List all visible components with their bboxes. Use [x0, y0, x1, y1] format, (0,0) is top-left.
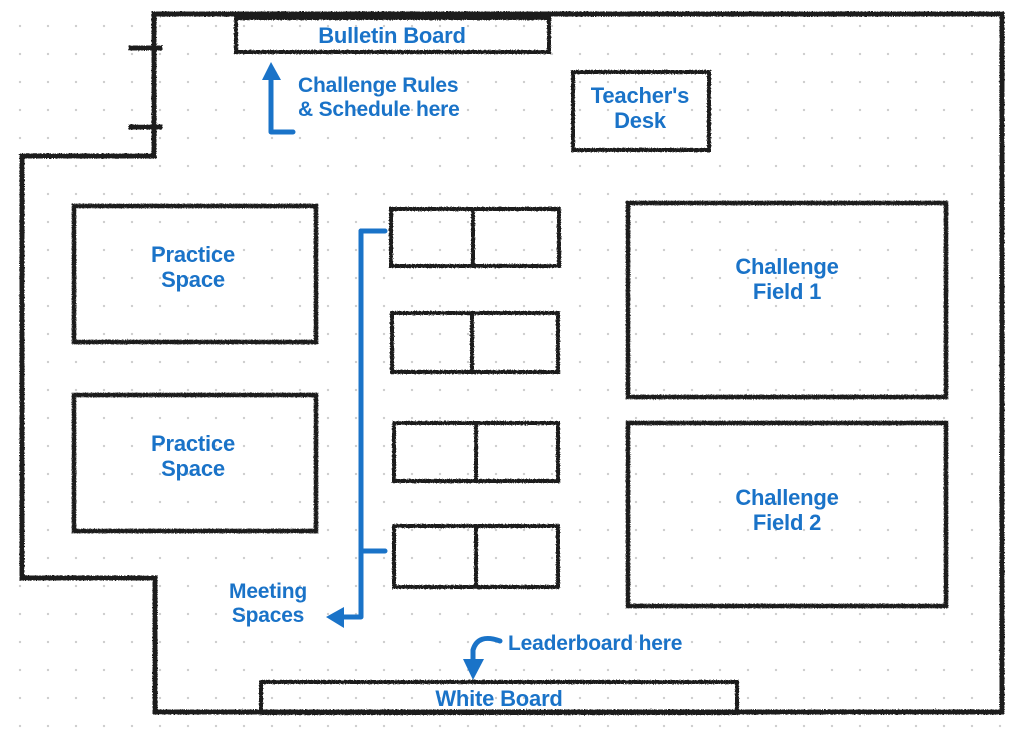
practice-space-2-shape: [71, 392, 319, 534]
arrow-challenge-rules-line: [268, 65, 296, 135]
arrow-leaderboard-line: [470, 636, 503, 671]
challenge-field-1-shape: [625, 200, 949, 400]
arrow-meeting-spaces-head: [326, 607, 344, 628]
bulletin-board-shape: [234, 16, 551, 54]
practice-space-1-shape: [71, 203, 319, 345]
arrow-leaderboard-head: [463, 659, 484, 680]
meeting-table-2-shape: [390, 311, 560, 374]
challenge-field-2-shape: [625, 420, 949, 609]
white-board-shape: [259, 680, 739, 715]
arrow-challenge-rules-head: [262, 62, 281, 80]
teachers-desk-shape: [571, 70, 711, 152]
